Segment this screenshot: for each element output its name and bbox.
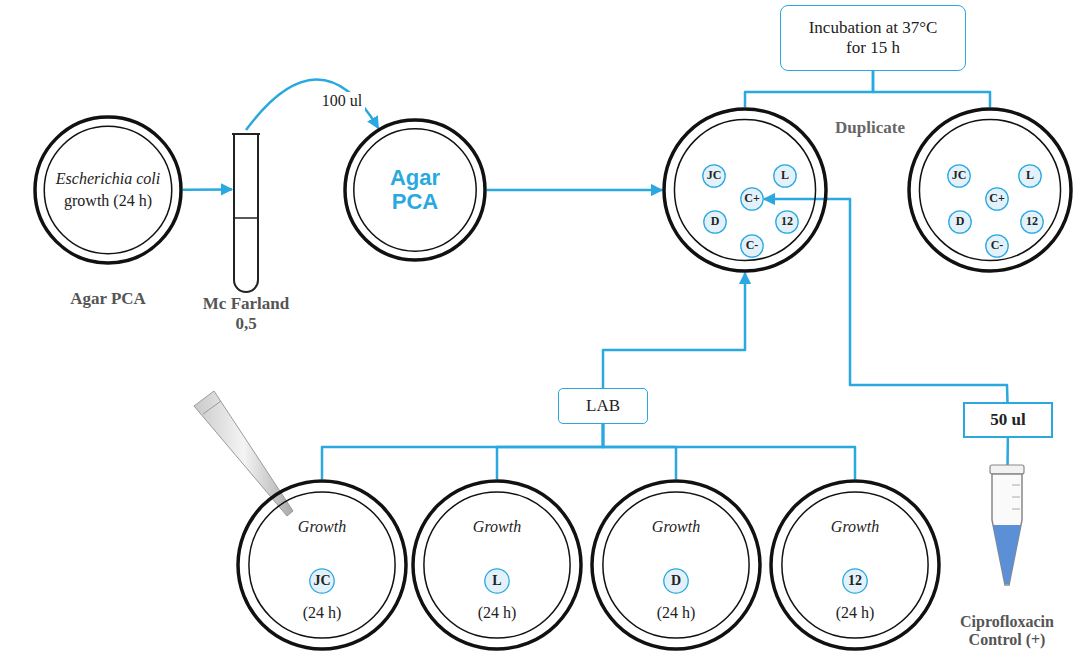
petri-dish: Growth (24 h) 12 — [769, 479, 941, 651]
node-text: JC — [313, 573, 330, 589]
note-label: Duplicate — [835, 118, 905, 138]
node-text: C+ — [989, 192, 1005, 206]
tube-outline — [232, 130, 260, 295]
node-text: 12 — [781, 215, 793, 229]
sample-spot: L — [773, 164, 797, 188]
node-text: (24 h) — [657, 604, 696, 622]
node-text: L — [781, 169, 789, 183]
connector — [603, 424, 676, 479]
sample-spot: C- — [740, 234, 764, 258]
node-text: 50 ul — [990, 410, 1025, 430]
sample-spot: L — [1018, 164, 1042, 188]
node-text: D — [956, 215, 965, 229]
connector — [603, 273, 745, 388]
node-text: 12 — [1026, 215, 1038, 229]
eppendorf-tube: Ciprofloxacin Control (+) — [987, 465, 1027, 590]
pipette-tip-ring — [203, 401, 221, 414]
node-text: Mc Farland 0,5 — [196, 294, 296, 333]
sample-spot: JC — [702, 164, 726, 188]
node-text: Agar PCA — [70, 289, 146, 309]
group-box: LAB — [558, 388, 648, 424]
sample-spot: D — [703, 210, 727, 234]
pipette-tip — [194, 391, 293, 516]
node-text: C- — [746, 239, 759, 253]
sample-spot: 12 — [842, 568, 868, 594]
edge-label: 100 ul — [319, 92, 365, 110]
connector — [1006, 438, 1009, 465]
node-text: Growth — [473, 518, 521, 536]
volume-box: 50 ul — [963, 402, 1053, 438]
node-text: (24 h) — [303, 604, 342, 622]
process-box: Incubation at 37°C for 15 h — [780, 5, 966, 71]
node-text: (24 h) — [478, 604, 517, 622]
petri-dish: Growth (24 h) JC — [236, 479, 408, 651]
sample-spot: L — [484, 568, 510, 594]
node-text: Growth — [298, 518, 346, 536]
eppendorf-outline — [987, 465, 1027, 590]
node-text: JC — [707, 169, 722, 183]
petri-dish: Growth (24 h) L — [411, 479, 583, 651]
sample-spot: 12 — [775, 210, 799, 234]
petri-dish: Escherichia coligrowth (24 h)Agar PCA — [33, 115, 183, 265]
connector — [487, 189, 662, 192]
dish-outline — [411, 479, 583, 651]
node-text: 12 — [848, 573, 862, 589]
sample-spot: D — [663, 568, 689, 594]
sample-spot: C- — [985, 234, 1009, 258]
node-text: (24 h) — [836, 604, 875, 622]
connector — [246, 80, 378, 130]
connector — [497, 424, 603, 479]
node-text: Agar PCA — [375, 166, 455, 214]
petri-dish: Agar PCA — [343, 118, 487, 262]
node-text: Ciprofloxacin Control (+) — [945, 613, 1070, 650]
node-text: C+ — [744, 192, 760, 206]
sample-spot: JC — [309, 568, 335, 594]
node-text: growth (24 h) — [64, 192, 152, 210]
node-text: C- — [991, 239, 1004, 253]
node-text: Escherichia coli — [56, 170, 160, 188]
petri-dish: JC L C+ D 12C- — [662, 107, 828, 273]
connector — [183, 188, 232, 191]
node-text: Growth — [831, 518, 879, 536]
sample-spot: C+ — [985, 187, 1009, 211]
connector — [603, 424, 855, 479]
sample-spot: C+ — [740, 187, 764, 211]
sample-spot: JC — [947, 164, 971, 188]
node-text: JC — [952, 169, 967, 183]
dish-outline — [590, 479, 762, 651]
test-tube: Mc Farland 0,5 — [232, 130, 260, 295]
node-text: D — [671, 573, 681, 589]
connector — [322, 424, 603, 479]
node-text: D — [711, 215, 720, 229]
connector — [764, 199, 1007, 402]
node-text: Incubation at 37°C for 15 h — [798, 18, 948, 57]
node-text: LAB — [586, 396, 620, 416]
connector — [745, 71, 873, 107]
dish-outline — [769, 479, 941, 651]
node-text: L — [492, 573, 501, 589]
connector — [873, 71, 990, 107]
dish-outline — [33, 115, 183, 265]
sample-spot: 12 — [1020, 210, 1044, 234]
petri-dish: Growth (24 h) D — [590, 479, 762, 651]
petri-dish: JC L C+ D 12C- — [907, 107, 1073, 273]
node-text: L — [1026, 169, 1034, 183]
sample-spot: D — [948, 210, 972, 234]
node-text: Growth — [652, 518, 700, 536]
dish-outline — [236, 479, 408, 651]
